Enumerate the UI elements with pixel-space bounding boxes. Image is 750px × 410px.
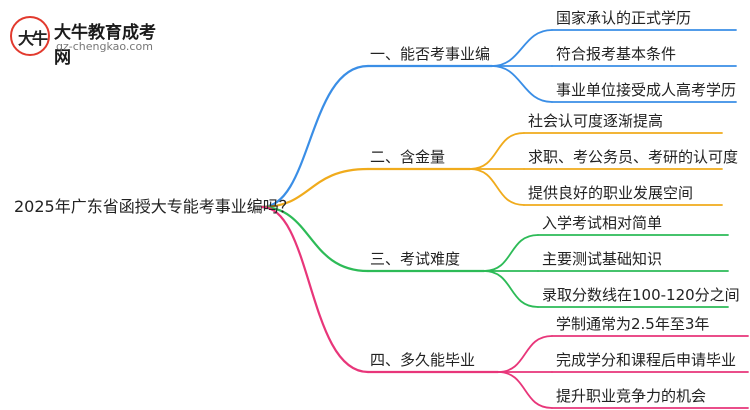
leaf-label-3-1: 入学考试相对简单	[542, 214, 663, 232]
leaf-label-1-1: 国家承认的正式学历	[556, 9, 692, 27]
leaf-label-1-2: 符合报考基本条件	[556, 45, 677, 63]
leaf-label-4-3: 提升职业竞争力的机会	[556, 387, 707, 405]
branch-label-2: 二、含金量	[370, 148, 446, 166]
branch-label-4: 四、多久能毕业	[370, 351, 476, 369]
logo-badge-text: 大牛	[18, 29, 48, 48]
connector-branch-1-leaf-1	[491, 29, 553, 67]
leaf-label-2-2: 求职、考公务员、考研的认可度	[528, 148, 739, 166]
connector-root-branch-3	[260, 205, 370, 273]
connector-branch-4-leaf-3	[497, 371, 553, 409]
connector-branch-3-leaf-1	[483, 234, 539, 272]
logo-badge-icon: 大牛	[10, 16, 50, 56]
connector-root-branch-2	[260, 167, 370, 209]
connector-branch-3-leaf-3	[483, 270, 539, 308]
connector-branch-2-leaf-1	[469, 132, 525, 170]
logo-title: 大牛教育成考网	[54, 23, 156, 68]
leaf-label-2-1: 社会认可度逐渐提高	[528, 112, 664, 130]
connector-root-branch-1	[260, 64, 370, 209]
logo-url: gz-chengkao.com	[56, 40, 153, 53]
connector-branch-2-leaf-3	[469, 168, 525, 206]
branch-label-3: 三、考试难度	[370, 250, 461, 268]
leaf-label-4-2: 完成学分和课程后申请毕业	[556, 351, 737, 369]
connector-root-branch-4	[260, 205, 370, 374]
leaf-label-2-3: 提供良好的职业发展空间	[528, 184, 694, 202]
branch-label-1: 一、能否考事业编	[370, 45, 491, 63]
leaf-label-4-1: 学制通常为2.5年至3年	[556, 315, 710, 333]
leaf-label-1-3: 事业单位接受成人高考学历	[556, 81, 737, 99]
leaf-label-3-3: 录取分数线在100-120分之间	[542, 286, 740, 304]
connector-branch-1-leaf-3	[491, 65, 553, 103]
leaf-label-3-2: 主要测试基础知识	[542, 250, 663, 268]
site-logo: 大牛 大牛教育成考网 gz-chengkao.com	[10, 16, 170, 68]
connector-branch-4-leaf-1	[497, 335, 553, 373]
root-topic: 2025年广东省函授大专能考事业编吗？	[14, 197, 295, 216]
